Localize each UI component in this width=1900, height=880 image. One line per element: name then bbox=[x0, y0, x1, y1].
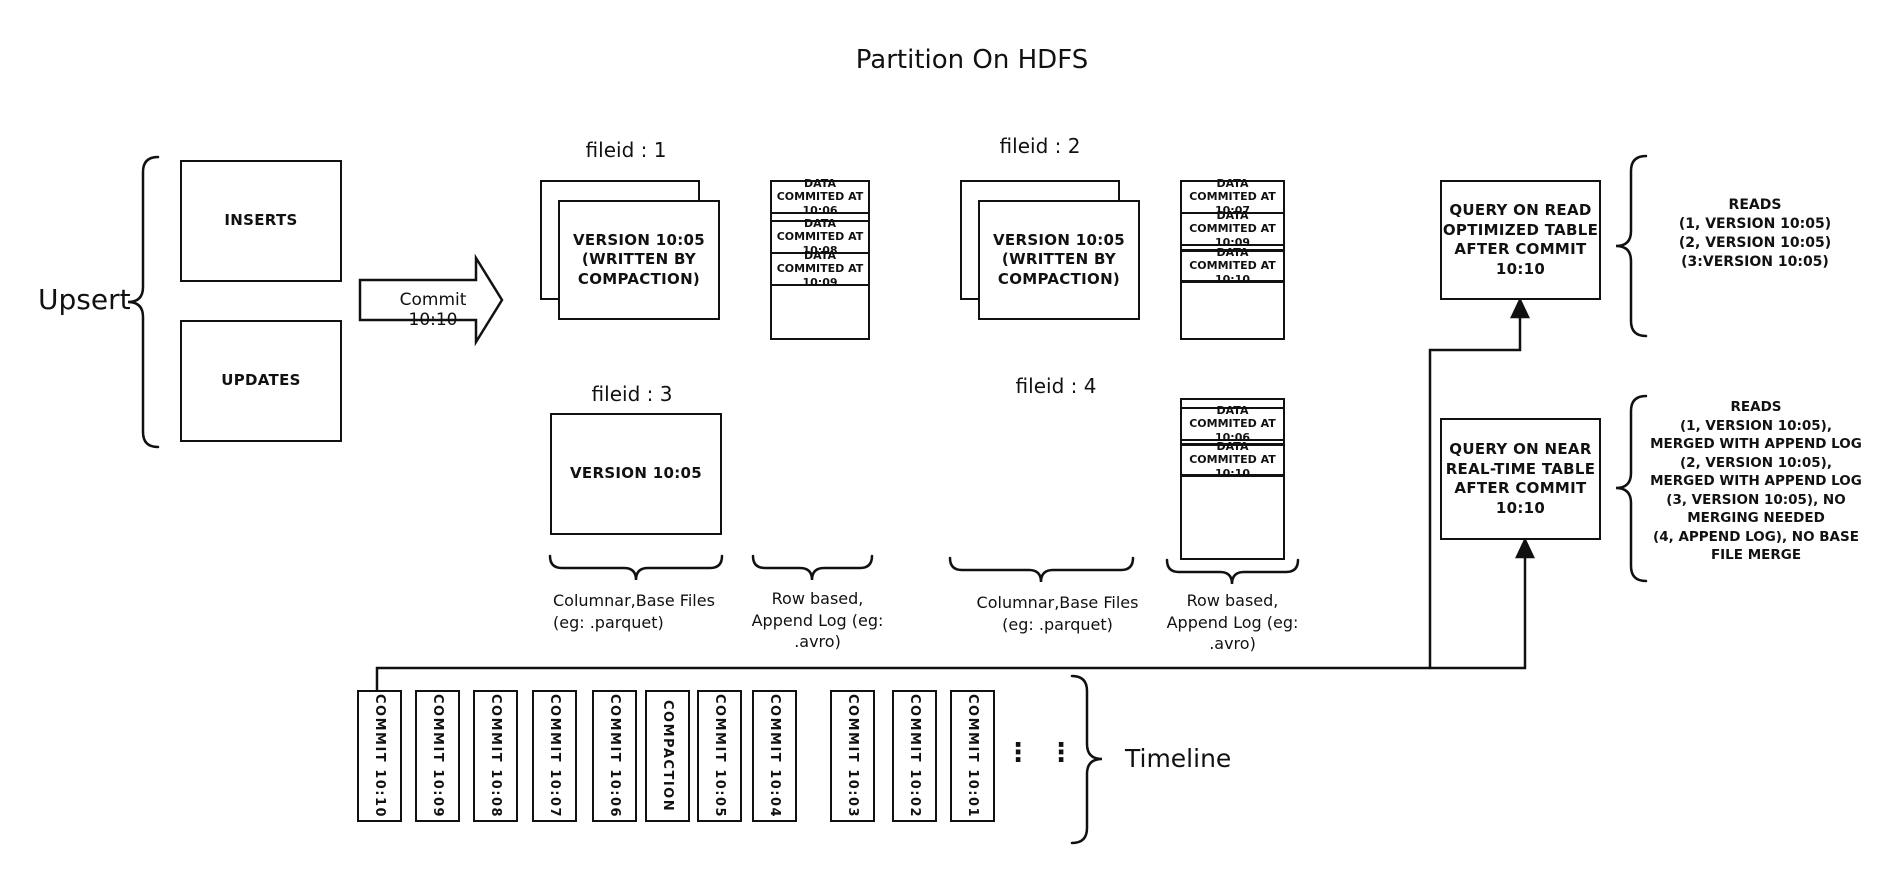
rowlog1-underbrace bbox=[751, 554, 874, 581]
fileid3-label: fileid : 3 bbox=[591, 382, 673, 406]
log-cell: DATA COMMITED AT 10:06 bbox=[772, 177, 868, 217]
log-cell-new-commit: DATA COMMITED AT 10:10 bbox=[1182, 440, 1283, 480]
timeline-commit-box: COMMIT 10:02 bbox=[892, 690, 937, 822]
nearrealtime-arrowhead bbox=[1515, 537, 1535, 559]
timeline-commit-box: COMMIT 10:10 bbox=[357, 690, 402, 822]
upsert-label: Upsert bbox=[38, 283, 131, 316]
log-empty-cell bbox=[1182, 283, 1283, 338]
timeline-commit-label: COMMIT 10:06 bbox=[607, 693, 622, 819]
fileid1-base-file: VERSION 10:05 (WRITTEN BY COMPACTION) bbox=[558, 200, 720, 320]
timeline-label: Timeline bbox=[1125, 744, 1232, 773]
columnar1-underbrace bbox=[548, 554, 724, 581]
query-read-optimized-box: QUERY ON READ OPTIMIZED TABLE AFTER COMM… bbox=[1440, 180, 1601, 300]
read-optimized-reads-text: READS (1, VERSION 10:05) (2, VERSION 10:… bbox=[1678, 197, 1832, 270]
timeline-commit-label: COMMIT 10:09 bbox=[430, 693, 445, 819]
timeline-commit-box: COMMIT 10:05 bbox=[697, 690, 742, 822]
file1-append-log: DATA COMMITED AT 10:06 DATA COMMITED AT … bbox=[770, 177, 870, 340]
timeline-commit-box: COMMIT 10:06 bbox=[592, 690, 637, 822]
log-cell: DATA COMMITED AT 10:09 bbox=[772, 249, 868, 289]
upsert-brace bbox=[127, 155, 160, 449]
timeline-to-readoptimized-connector bbox=[1428, 313, 1522, 670]
rowlog2-underbrace bbox=[1165, 558, 1300, 585]
file4-append-log: DATA COMMITED AT 10:06 DATA COMMITED AT … bbox=[1180, 398, 1285, 560]
timeline-ellipsis: ⋮ bbox=[1048, 738, 1074, 768]
timeline-commit-box: COMMIT 10:04 bbox=[752, 690, 797, 822]
log-cell-new-commit: DATA COMMITED AT 10:10 bbox=[1182, 246, 1283, 286]
log-cell: DATA COMMITED AT 10:08 bbox=[772, 217, 868, 257]
log-empty-strip bbox=[772, 214, 868, 222]
log-cell: DATA COMMITED AT 10:07 bbox=[1182, 177, 1283, 217]
log-empty-cell bbox=[772, 286, 868, 338]
log-empty-cell bbox=[1182, 477, 1283, 558]
inserts-box: INSERTS bbox=[180, 160, 342, 282]
commit-arrow-shape bbox=[358, 253, 504, 347]
file2-append-log: DATA COMMITED AT 10:07 DATA COMMITED AT … bbox=[1180, 177, 1285, 340]
timeline-commit-label: COMMIT 10:07 bbox=[547, 693, 562, 819]
timeline-to-nearrealtime-connector bbox=[375, 553, 1527, 692]
timeline-commit-label: COMMIT 10:03 bbox=[845, 693, 860, 819]
timeline-brace bbox=[1070, 674, 1103, 845]
reads1-brace bbox=[1615, 154, 1648, 338]
query-near-realtime-box: QUERY ON NEAR REAL-TIME TABLE AFTER COMM… bbox=[1440, 418, 1601, 540]
reads2-brace bbox=[1615, 394, 1648, 583]
rowlog1-group-label: Row based, Append Log (eg: .avro) bbox=[751, 589, 884, 652]
timeline-commit-label: COMMIT 10:02 bbox=[907, 693, 922, 819]
diagram-title: Partition On HDFS bbox=[855, 45, 1089, 75]
log-cell: DATA COMMITED AT 10:06 bbox=[1182, 404, 1283, 444]
updates-box: UPDATES bbox=[180, 320, 342, 442]
commit-arrow-label: Commit 10:10 bbox=[399, 290, 467, 330]
near-realtime-reads-text: READS (1, VERSION 10:05), MERGED WITH AP… bbox=[1650, 399, 1862, 563]
fileid1-label: fileid : 1 bbox=[585, 138, 667, 162]
fileid3-base-file: VERSION 10:05 bbox=[550, 413, 722, 535]
timeline-commit-label: COMMIT 10:10 bbox=[372, 693, 387, 819]
fileid4-label: fileid : 4 bbox=[1015, 374, 1097, 398]
columnar1-group-label: Columnar,Base Files (eg: .parquet) bbox=[553, 591, 715, 632]
timeline-compaction-label: COMPACTION bbox=[660, 699, 675, 813]
timeline-commit-box: COMMIT 10:07 bbox=[532, 690, 577, 822]
columnar2-underbrace bbox=[948, 556, 1135, 583]
timeline-commit-label: COMMIT 10:04 bbox=[767, 693, 782, 819]
fileid2-base-file: VERSION 10:05 (WRITTEN BY COMPACTION) bbox=[978, 200, 1140, 320]
timeline-commit-box: COMMIT 10:08 bbox=[473, 690, 518, 822]
timeline-commit-label: COMMIT 10:08 bbox=[488, 693, 503, 819]
rowlog2-group-label: Row based, Append Log (eg: .avro) bbox=[1166, 591, 1299, 654]
readoptimized-arrowhead bbox=[1510, 297, 1530, 319]
timeline-commit-label: COMMIT 10:05 bbox=[712, 693, 727, 819]
timeline-ellipsis: ⋮ bbox=[1005, 738, 1031, 768]
columnar2-group-label: Columnar,Base Files (eg: .parquet) bbox=[976, 593, 1139, 634]
timeline-commit-box: COMMIT 10:09 bbox=[415, 690, 460, 822]
timeline-commit-box: COMMIT 10:01 bbox=[950, 690, 995, 822]
timeline-commit-box: COMMIT 10:03 bbox=[830, 690, 875, 822]
log-empty-strip bbox=[1182, 400, 1283, 409]
fileid2-label: fileid : 2 bbox=[999, 134, 1081, 158]
log-cell: DATA COMMITED AT 10:09 bbox=[1182, 209, 1283, 249]
timeline-compaction-box: COMPACTION bbox=[645, 690, 690, 822]
timeline-commit-label: COMMIT 10:01 bbox=[965, 693, 980, 819]
